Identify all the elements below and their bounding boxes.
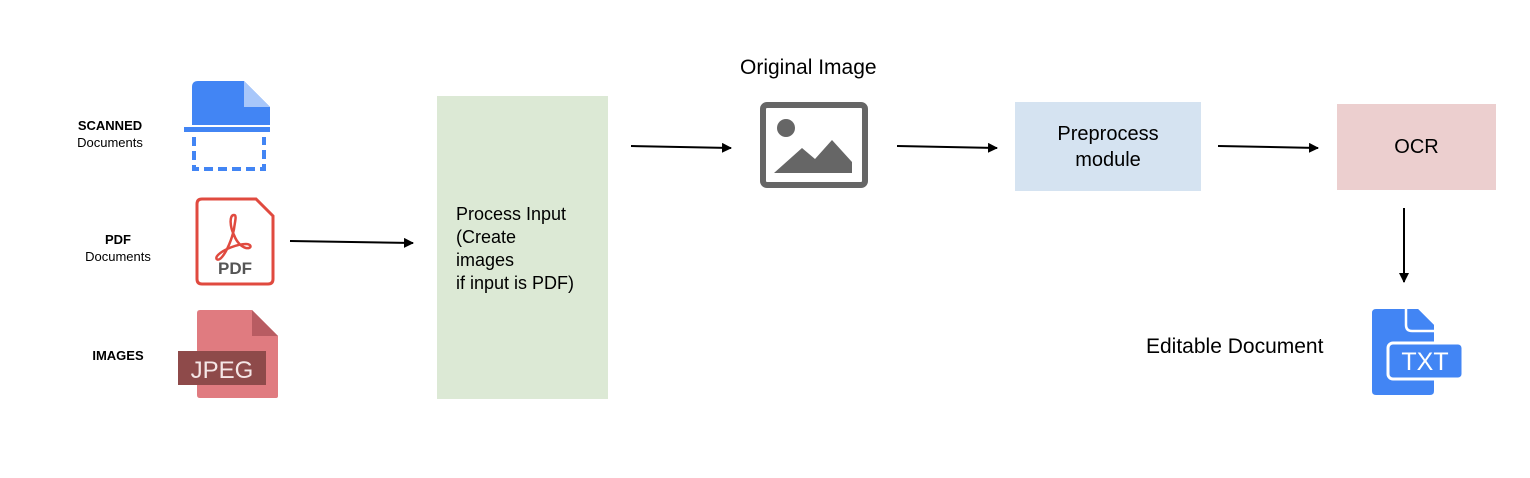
image-icon <box>760 102 868 188</box>
txt-page-fold-fill <box>1418 309 1434 325</box>
image-sun <box>777 119 795 137</box>
process-input-box: Process Input (Create images if input is… <box>437 96 608 399</box>
arrow-pdf-to-process <box>289 237 414 248</box>
pdf-file-icon: PDF <box>195 197 275 286</box>
txt-file-icon: TXT <box>1372 309 1465 395</box>
images-title: IMAGES <box>92 348 144 363</box>
arrow-preprocess-to-ocr <box>1217 142 1319 153</box>
pdf-acrobat-symbol <box>215 213 252 261</box>
jpeg-badge: JPEG <box>191 357 254 384</box>
images-label: IMAGES <box>68 347 168 364</box>
preprocess-line-2: module <box>1075 148 1141 171</box>
pdf-title: PDF <box>105 232 131 247</box>
pdf-page-outline <box>195 197 275 286</box>
ocr-box: OCR <box>1337 104 1496 190</box>
scanned-label: SCANNED Documents <box>60 117 160 151</box>
scanned-subtitle: Documents <box>77 135 143 150</box>
process-input-line-1: Process Input <box>456 204 567 224</box>
original-image-label: Original Image <box>740 56 877 79</box>
ocr-label: OCR <box>1394 136 1439 158</box>
process-input-line-4: if input is PDF) <box>456 273 575 293</box>
txt-page-fold <box>1404 309 1434 333</box>
scanned-title: SCANNED <box>77 118 143 133</box>
scanned-dashed-outline <box>192 137 266 171</box>
pdf-badge: PDF <box>218 259 252 278</box>
jpeg-badge-bg <box>178 351 266 385</box>
editable-document-label: Editable Document <box>1146 335 1324 358</box>
preprocess-line-1: Preprocess <box>1057 122 1159 145</box>
txt-badge: TXT <box>1401 348 1448 376</box>
preprocess-module-box: Preprocess module <box>1015 102 1201 191</box>
process-input-line-2: (Create <box>456 227 517 247</box>
image-mountains <box>774 140 852 173</box>
scanned-page-fold <box>244 81 270 107</box>
scanned-document-icon <box>184 81 270 171</box>
scanned-scan-line <box>184 127 270 132</box>
txt-badge-bg <box>1386 341 1465 381</box>
jpeg-file-icon: JPEG <box>178 310 278 398</box>
pdf-subtitle: Documents <box>85 249 151 264</box>
jpeg-page-fold <box>252 310 278 336</box>
arrow-process-to-image <box>630 142 732 153</box>
arrow-image-to-preprocess <box>896 142 998 153</box>
pdf-label: PDF Documents <box>68 231 168 265</box>
process-input-line-3: images <box>456 250 515 270</box>
image-frame <box>760 102 868 188</box>
